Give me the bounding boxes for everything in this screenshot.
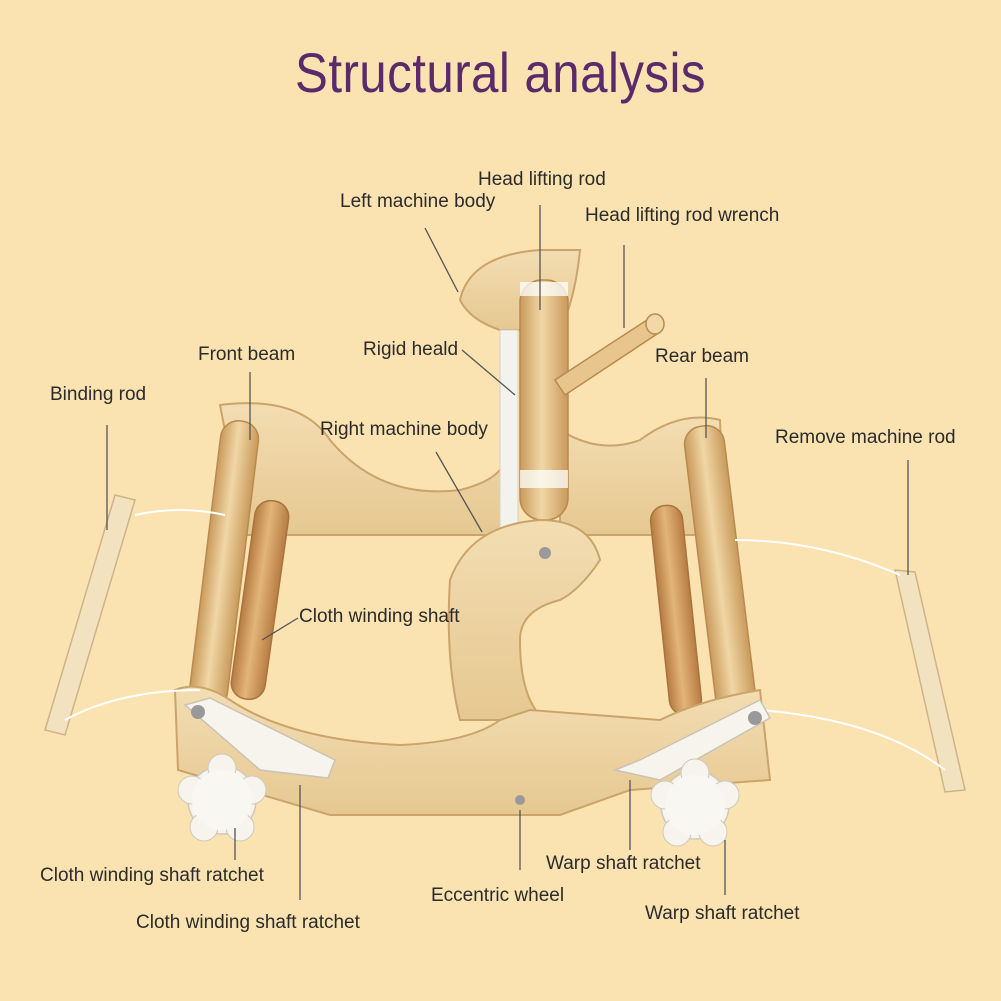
label-cloth-winding-shaft-ratchet-1: Cloth winding shaft ratchet [40, 865, 264, 886]
right-machine-body-shape [447, 518, 602, 721]
label-warp-shaft-ratchet-2: Warp shaft ratchet [645, 903, 800, 924]
label-front-beam: Front beam [198, 344, 296, 365]
label-rigid-heald: Rigid heald [363, 339, 459, 360]
leader-lines [106, 205, 909, 900]
binding-rod-shape [44, 494, 136, 736]
rear-frame-panel [218, 402, 506, 536]
leader-left-machine-body [424, 227, 459, 293]
label-remove-machine-rod: Remove machine rod [775, 427, 956, 448]
warp-ratchet-knob [650, 758, 740, 847]
label-head-lifting-rod-wrench: Head lifting rod wrench [585, 205, 780, 226]
rear-right-panel [559, 416, 727, 536]
label-eccentric-wheel: Eccentric wheel [431, 885, 565, 906]
head-lifting-rod-wrench-shape [553, 316, 662, 397]
label-binding-rod: Binding rod [50, 384, 147, 405]
label-rear-beam: Rear beam [655, 346, 749, 367]
leader-cloth-winding-shaft [261, 617, 299, 641]
label-head-lifting-rod: Head lifting rod [478, 169, 606, 190]
leader-right-machine-body [435, 451, 483, 533]
leader-rigid-heald [461, 349, 516, 396]
warp-ratchet-lever [612, 699, 772, 781]
label-cloth-winding-shaft-ratchet-2: Cloth winding shaft ratchet [136, 912, 360, 933]
label-cloth-winding-shaft: Cloth winding shaft [299, 606, 460, 627]
cloth-ratchet-lever [183, 697, 336, 779]
cloth-ratchet-knob [177, 753, 267, 842]
label-warp-shaft-ratchet-1: Warp shaft ratchet [546, 853, 701, 874]
front-base-panel [173, 685, 772, 816]
label-right-machine-body: Right machine body [320, 419, 488, 440]
cloth-winding-shaft-shape [230, 499, 290, 701]
label-left-machine-body: Left machine body [340, 191, 496, 212]
page-title: Structural analysis [295, 41, 706, 104]
